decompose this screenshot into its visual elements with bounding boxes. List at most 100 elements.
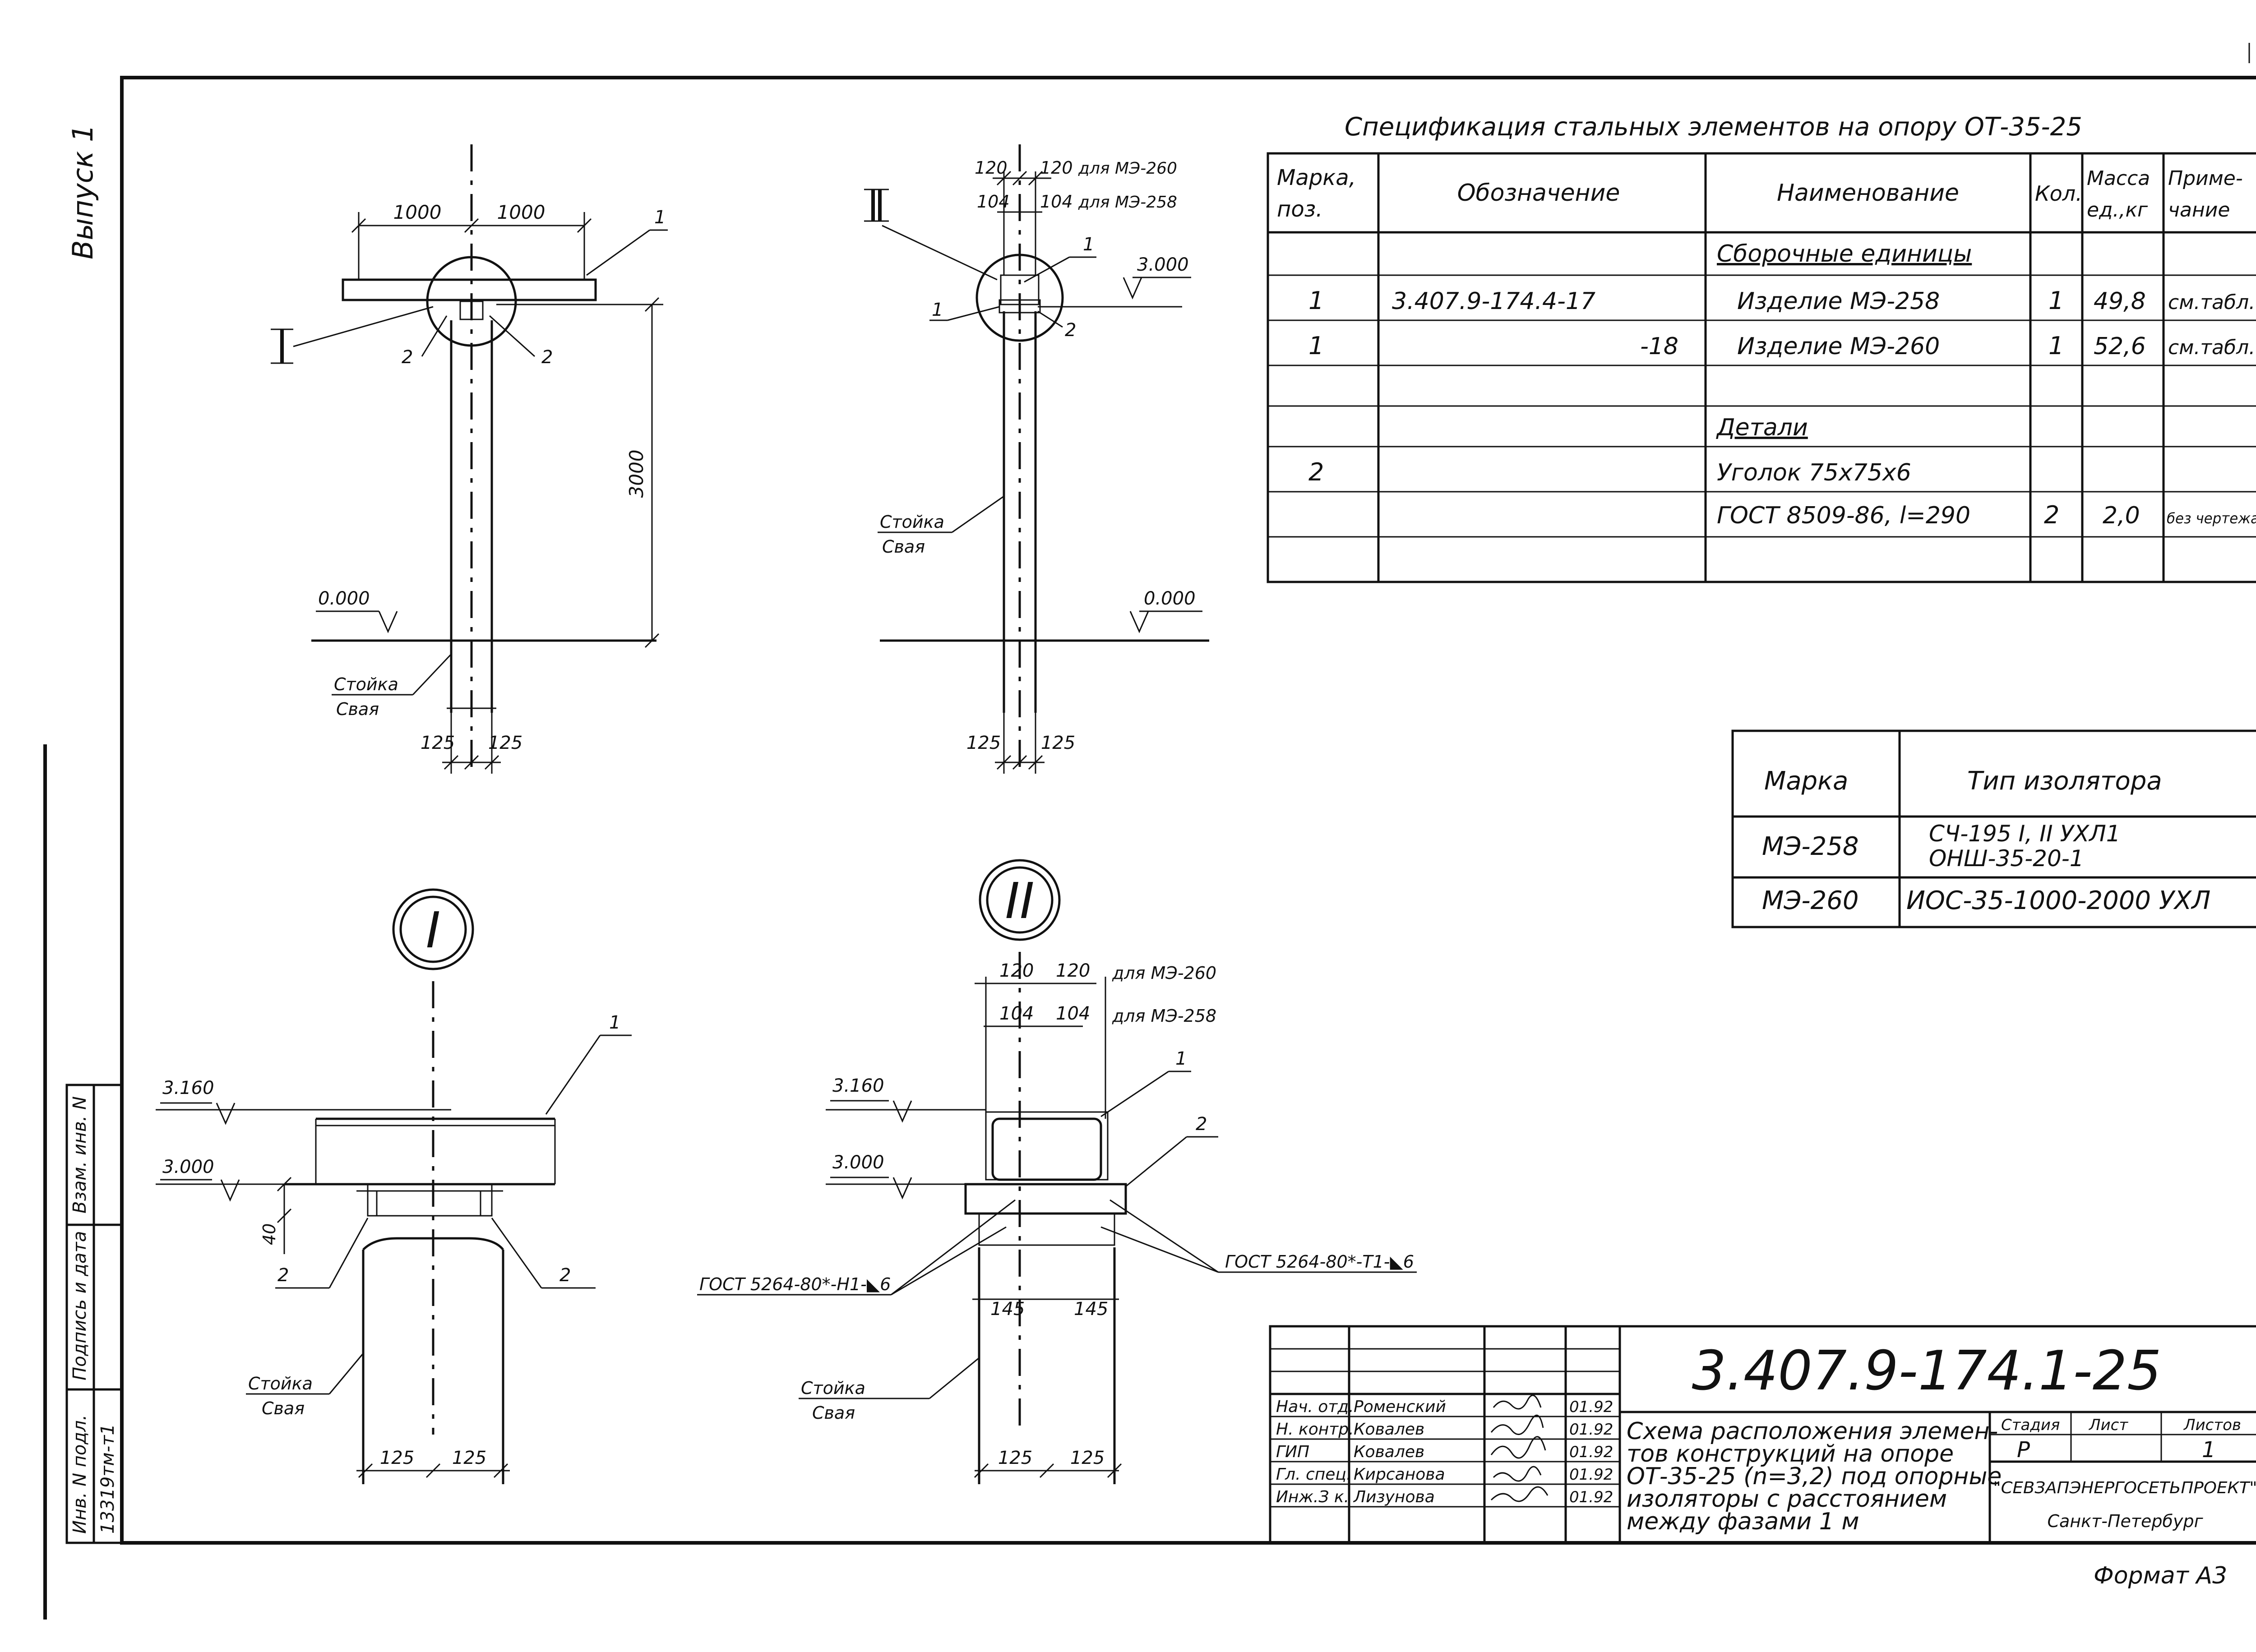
tb-name-3: Ковалев [1354,1443,1424,1461]
tb-date-4: 01.92 [1569,1466,1613,1484]
ins-r2-mark: МЭ-260 [1762,886,1859,915]
ins-h-mark: Марка [1764,766,1848,796]
tb-date-1: 01.92 [1569,1398,1613,1416]
dim-104-top-right: 104 [1040,192,1073,212]
pos-2-left-view1: 2 [402,347,413,368]
pos-1-detail1: 1 [609,1012,620,1033]
side-stamp-replaced-inv: Взам. инв. N [69,1096,90,1214]
tb-org: "СЕВЗАПЭНЕРГОСЕТЬПРОЕКТ" [1993,1479,2256,1497]
side-stamp-sign-date: Подпись и дата [69,1231,90,1380]
level-3160-detail1: 3.160 [162,1078,214,1098]
tb-sheets: 1 [2202,1437,2216,1463]
spec-r2-mass: 52,6 [2094,333,2146,360]
pos-1-view2: 1 [1083,234,1094,255]
dim-125-left-detail1: 125 [380,1448,414,1468]
tb-desc-2: тов конструкций на опоре [1627,1440,1954,1467]
tb-role-4: Гл. спец. [1276,1465,1351,1484]
pos-1-detail2: 1 [1175,1048,1187,1069]
tb-date-5: 01.92 [1569,1488,1613,1506]
note-for-258-detail2: для МЭ-258 [1112,1006,1216,1026]
signature-2 [1490,1414,1544,1435]
sheet-format: Формат А3 [2094,1562,2227,1589]
spec-r2-mark: 1 [1308,332,1324,360]
spec-section-details: Детали [1716,414,1808,441]
dim-125-left-detail2: 125 [998,1448,1032,1468]
issue-label: Выпуск 1 [66,125,99,259]
spec-r1-name: Изделие МЭ-258 [1737,288,1940,315]
spec-r1-mark: 1 [1308,286,1324,315]
spec-r2-name: Изделие МЭ-260 [1737,333,1940,360]
dim-40: 40 [259,1223,279,1245]
spec-table: Спецификация стальных элементов на опору… [1267,112,2256,583]
spec-r3-mark: 2 [1308,458,1324,486]
post-label-detail1: Стойка [248,1374,313,1394]
detail-circle-1 [426,256,517,347]
detail-I: I 3.160 3.000 40 1 2 [156,888,632,1484]
level-0-view1: 0.000 [318,588,370,609]
spec-r1-designation: 3.407.9-174.4-17 [1392,288,1595,315]
weld-note-t1: ГОСТ 5264-80*-Т1-◣6 [1225,1252,1414,1272]
spec-h-designation: Обозначение [1457,180,1620,207]
signature-5 [1490,1486,1549,1502]
tb-desc-3: ОТ-35-25 (n=3,2) под опорные [1627,1463,2002,1490]
tb-desc-4: изоляторы с расстоянием [1627,1486,1947,1513]
dim-125-left-view2: 125 [966,733,1001,753]
side-stamp: Взам. инв. N Подпись и дата Инв. N подл.… [65,1084,123,1544]
tb-name-1: Роменский [1354,1398,1446,1416]
dim-arm-right: 1000 [497,201,546,223]
dim-arm-left: 1000 [393,201,442,223]
spec-h-mass-1: Масса [2087,167,2150,190]
detail-I-mark: I [426,901,440,959]
tb-role-1: Нач. отд. [1276,1398,1354,1416]
dim-height: 3000 [625,450,647,498]
dim-125-right-detail2: 125 [1070,1448,1105,1468]
tb-name-5: Лизунова [1353,1488,1435,1506]
pos-2-right-view2: 2 [1065,320,1076,341]
spec-r1-note: см.табл. [2168,291,2255,314]
title-block: Нач. отд. Н. контр. ГИП Гл. спец. Инж.З … [1269,1325,2256,1544]
insulator-table: Марка Тип изолятора МЭ-258 СЧ-195 I, II … [1731,729,2256,928]
dim-125-right-view2: 125 [1041,733,1075,753]
tb-name-2: Ковалев [1354,1420,1424,1439]
tb-name-4: Кирсанова [1354,1465,1445,1484]
level-3160-detail2: 3.160 [832,1075,884,1096]
pos-2-left-detail1: 2 [277,1265,289,1286]
tb-sheet-label: Лист [2088,1416,2128,1434]
tb-date-3: 01.92 [1569,1443,1613,1461]
side-stamp-inv-value: 13319тм-т1 [97,1424,118,1534]
tb-stage-label: Стадия [2001,1416,2060,1434]
dim-120-top-left: 120 [975,158,1008,178]
dim-104-left-detail2: 104 [999,1003,1034,1024]
tb-stage: Р [2017,1437,2030,1463]
pos-2-left-view2: 1 [932,300,943,320]
dim-104-right-detail2: 104 [1056,1003,1090,1024]
tb-role-3: ГИП [1276,1443,1309,1461]
pile-label-view2: Свая [882,537,925,557]
spec-title: Спецификация стальных элементов на опору… [1345,112,2082,142]
side-stamp-inv-no: Инв. N подл. [69,1415,90,1534]
ins-r1-type1: СЧ-195 I, II УХЛ1 [1929,821,2121,847]
tb-desc-5: между фазами 1 м [1627,1508,1859,1535]
spec-h-note-1: Приме- [2168,167,2243,190]
dim-145-left: 145 [990,1299,1025,1320]
note-for-260-detail2: для МЭ-260 [1112,963,1216,983]
spec-h-mark-1: Марка, [1277,165,1356,190]
tb-role-2: Н. контр. [1276,1420,1354,1439]
spec-r2-qty: 1 [2048,332,2064,360]
tb-desc-1: Схема расположения элемен- [1627,1418,1998,1445]
spec-r3-name: Уголок 75х75х6 [1717,459,1911,486]
dim-125-right-view1: 125 [488,733,522,753]
spec-r1-qty: 1 [2048,286,2064,315]
dim-145-right: 145 [1074,1299,1108,1320]
ins-r1-type2: ОНШ-35-20-1 [1929,845,2084,872]
dim-120-top-right: 120 [1040,158,1073,178]
ins-h-type: Тип изолятора [1967,766,2162,796]
note-for-258-top: для МЭ-258 [1078,193,1177,212]
detail-II-mark: II [1005,872,1035,930]
pos-2-detail2: 2 [1196,1114,1207,1135]
spec-h-mass-2: ед.,кг [2087,198,2148,221]
spec-r4-name: ГОСТ 8509-86, l=290 [1717,502,1970,529]
spec-r4-note: без чертежа [2167,510,2256,527]
view-front-elevation: 1000 1000 3000 0.000 1 2 2 Стойка Свая [271,144,668,774]
